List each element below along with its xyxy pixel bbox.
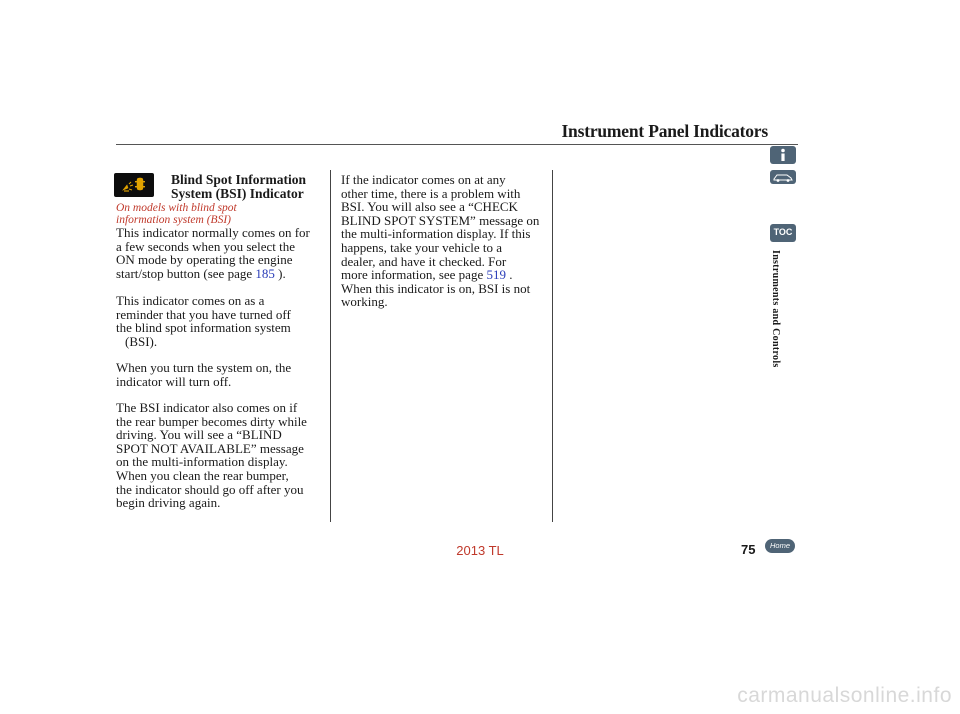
text-line: indicator will turn off. — [116, 373, 232, 389]
text-line: (BSI). — [125, 333, 158, 349]
text-line: BSI. You will also see a “CHECK — [341, 199, 518, 215]
left-paragraph-2: This indicator comes on as a reminder th… — [116, 294, 291, 348]
model-year-label: 2013 TL — [456, 543, 504, 558]
model-note-line: information system (BSI) — [116, 214, 231, 226]
text-line: a few seconds when you select the — [116, 238, 296, 254]
text-line: This indicator comes on as a — [116, 293, 265, 308]
text-line: begin driving again. — [116, 495, 221, 511]
header-divider — [116, 144, 798, 145]
section-heading-line: System (BSI) Indicator — [171, 185, 304, 201]
text-line: This indicator normally comes on for — [116, 225, 310, 240]
car-tab[interactable] — [770, 170, 796, 184]
text-line: the blind spot information system — [116, 320, 291, 336]
text-line: the rear bumper becomes dirty while — [116, 413, 307, 429]
model-note-line: On models with blind spot — [116, 202, 237, 214]
text-line: happens, take your vehicle to a — [341, 239, 502, 255]
left-paragraph-1: This indicator normally comes on for a f… — [116, 226, 310, 280]
toc-tab[interactable]: TOC — [770, 224, 796, 242]
section-heading-line: Blind Spot Information — [171, 172, 307, 187]
text-line: start/stop button (see page 185 ). — [116, 265, 310, 281]
text-fragment: . — [505, 267, 513, 283]
info-tab[interactable] — [770, 146, 796, 164]
text-line: dealer, and have it checked. For — [341, 253, 507, 269]
section-heading: Blind Spot Information System (BSI) Indi… — [171, 173, 331, 200]
page-section-title: Instrument Panel Indicators — [561, 121, 768, 141]
text-fragment: start/stop button (see page — [116, 265, 256, 281]
text-line: driving. You will see a “BLIND — [116, 427, 282, 443]
page-185-link[interactable]: 185 — [255, 265, 275, 281]
text-line: ON mode by operating the engine — [116, 252, 293, 268]
text-line: BLIND SPOT SYSTEM” message on — [341, 212, 540, 228]
section-side-label: Instruments and Controls — [770, 250, 787, 380]
column-divider — [330, 170, 331, 522]
right-paragraph: If the indicator comes on at any other t… — [341, 173, 539, 309]
site-watermark: carmanualsonline.info — [737, 684, 952, 707]
column-divider — [552, 170, 553, 522]
home-button[interactable]: Home — [765, 539, 795, 553]
info-icon — [781, 148, 785, 161]
text-line: on the multi-information display. — [116, 454, 288, 470]
text-line: more information, see page 519 . — [341, 268, 539, 282]
left-paragraph-3: When you turn the system on, the indicat… — [116, 361, 291, 388]
text-fragment: ). — [274, 265, 286, 281]
page-number: 75 — [741, 542, 756, 557]
text-line: the multi-information display. If this — [341, 226, 531, 242]
bsi-warning-icon — [122, 177, 145, 192]
page-519-link[interactable]: 519 — [486, 267, 506, 283]
text-line: When this indicator is on, BSI is not — [341, 280, 531, 296]
text-line: reminder that you have turned off — [116, 306, 291, 322]
text-fragment: more information, see page — [341, 267, 487, 283]
bsi-indicator-image — [114, 173, 154, 197]
text-line: If the indicator comes on at any — [341, 172, 506, 187]
car-icon — [773, 174, 793, 182]
model-applicability-note: On models with blind spot information sy… — [116, 202, 316, 226]
side-label-text: Instruments and Controls — [770, 250, 781, 368]
text-line: SPOT NOT AVAILABLE” message — [116, 440, 304, 456]
text-line: the indicator should go off after you — [116, 481, 304, 497]
left-paragraph-4: The BSI indicator also comes on if the r… — [116, 401, 307, 510]
text-line: other time, there is a problem with — [341, 185, 521, 201]
text-line: When you turn the system on, the — [116, 360, 292, 375]
text-line: When you clean the rear bumper, — [116, 467, 289, 483]
text-line: working. — [341, 294, 388, 310]
toc-label: TOC — [773, 227, 793, 237]
text-line: The BSI indicator also comes on if — [116, 400, 298, 415]
